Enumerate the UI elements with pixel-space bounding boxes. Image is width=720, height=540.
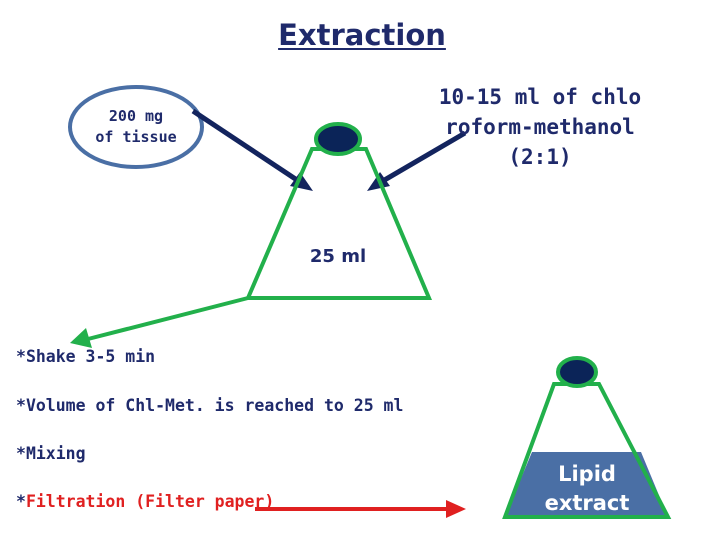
step-text: Volume of Chl-Met. is reached to 25 ml [25,396,404,415]
step-text: Shake 3-5 min [25,347,156,366]
product-flask-stopper [556,356,598,388]
flask-output-arrow [87,296,249,341]
tissue-to-flask-arrow [191,108,308,189]
step-volume: *Volume of Chl-Met. is reached to 25 ml [16,396,403,415]
lipid-label-line2: extract [544,491,630,515]
flask-volume-label: 25 ml [309,246,367,267]
tissue-label: 200 mg of tissue [70,106,202,148]
step-bullet: * [16,444,26,463]
product-flask-liquid [505,452,668,517]
step-filtration: *Filtration (Filter paper) [16,492,274,511]
tissue-text: of tissue [95,128,177,146]
step-mixing: *Mixing [16,444,86,463]
step-shake: *Shake 3-5 min [16,347,155,366]
page-title: Extraction [278,18,446,52]
filtration-arrow-head [446,500,466,518]
flask-stopper [314,122,362,156]
step-text: Filtration (Filter paper) [25,492,275,511]
step-bullet: * [16,396,26,415]
step-text: Mixing [25,444,86,463]
lipid-label-line1: Lipid [558,462,616,486]
step-bullet: * [16,492,26,511]
lipid-extract-label: Lipid extract [522,460,652,518]
step-bullet: * [16,347,26,366]
tissue-sample-ellipse [68,85,204,169]
solvent-label: 10-15 ml of chloroform-methanol (2:1) [438,85,642,169]
solvent-to-flask-arrow [374,130,467,188]
tissue-amount: 200 mg [108,107,164,125]
flask-output-arrow-head [70,328,92,348]
